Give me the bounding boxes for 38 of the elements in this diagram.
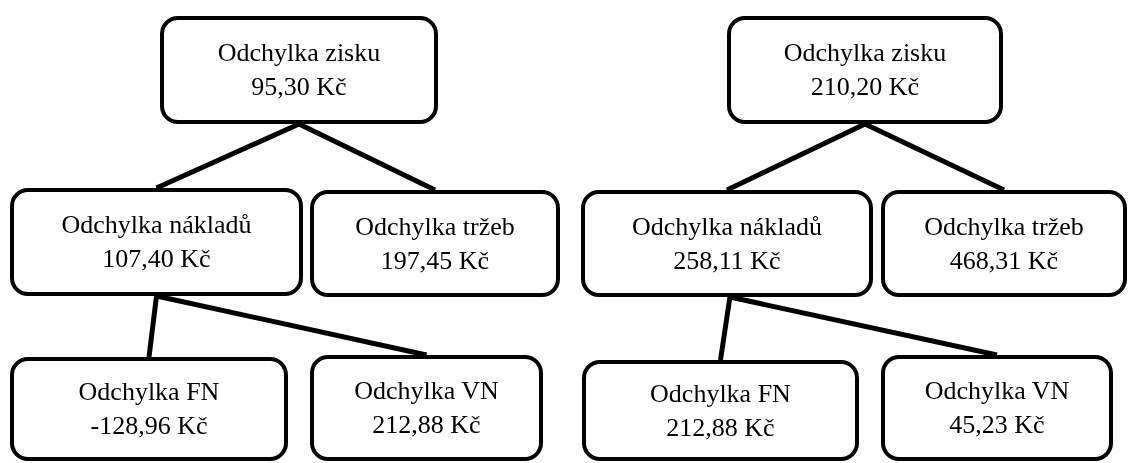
connector-line — [297, 121, 437, 193]
amount-text: 95,30 Kč — [251, 71, 347, 103]
amount-text: 107,40 Kč — [102, 243, 211, 275]
variance-box — [727, 16, 1003, 124]
variance-box — [881, 190, 1127, 297]
variance-box — [10, 357, 288, 461]
connector-line — [146, 295, 159, 358]
variance-box — [581, 190, 873, 297]
box-title: Odchylka VN — [924, 375, 1070, 408]
variance-box — [160, 16, 438, 124]
amount-text: -128,96 Kč — [90, 410, 208, 442]
box-title: Odchylka nákladů — [632, 210, 822, 243]
variance-box — [582, 360, 859, 461]
amount-text: 210,20 Kč — [810, 71, 920, 103]
variance-box — [881, 355, 1113, 461]
box-title: Odchylka tržeb — [355, 210, 515, 243]
amount-text: 212,88 Kč — [372, 409, 481, 441]
connector-line — [155, 293, 428, 358]
box-title: Odchylka tržeb — [924, 210, 1084, 243]
variance-box — [310, 355, 543, 461]
amount-text: 45,23 Kč — [949, 409, 1045, 441]
connector-line — [863, 121, 1006, 193]
amount-text: 468,31 Kč — [949, 244, 1059, 277]
box-title: Odchylka zisku — [217, 37, 381, 70]
box-title: Odchylka VN — [354, 375, 499, 408]
amount-text: 212,88 Kč — [666, 411, 775, 444]
connector-line — [718, 296, 733, 361]
box-title: Odchylka nákladů — [61, 209, 252, 242]
box-title: Odchylka FN — [650, 377, 791, 410]
connector-line — [725, 121, 867, 193]
amount-text: 258,11 Kč — [673, 244, 781, 277]
box-title: Odchylka zisku — [783, 37, 947, 70]
variance-box — [310, 190, 560, 297]
box-title: Odchylka FN — [78, 376, 220, 409]
connector-line — [729, 294, 998, 358]
connector-line — [155, 121, 301, 191]
variance-box — [10, 188, 303, 296]
amount-text: 197,45 Kč — [380, 244, 490, 277]
